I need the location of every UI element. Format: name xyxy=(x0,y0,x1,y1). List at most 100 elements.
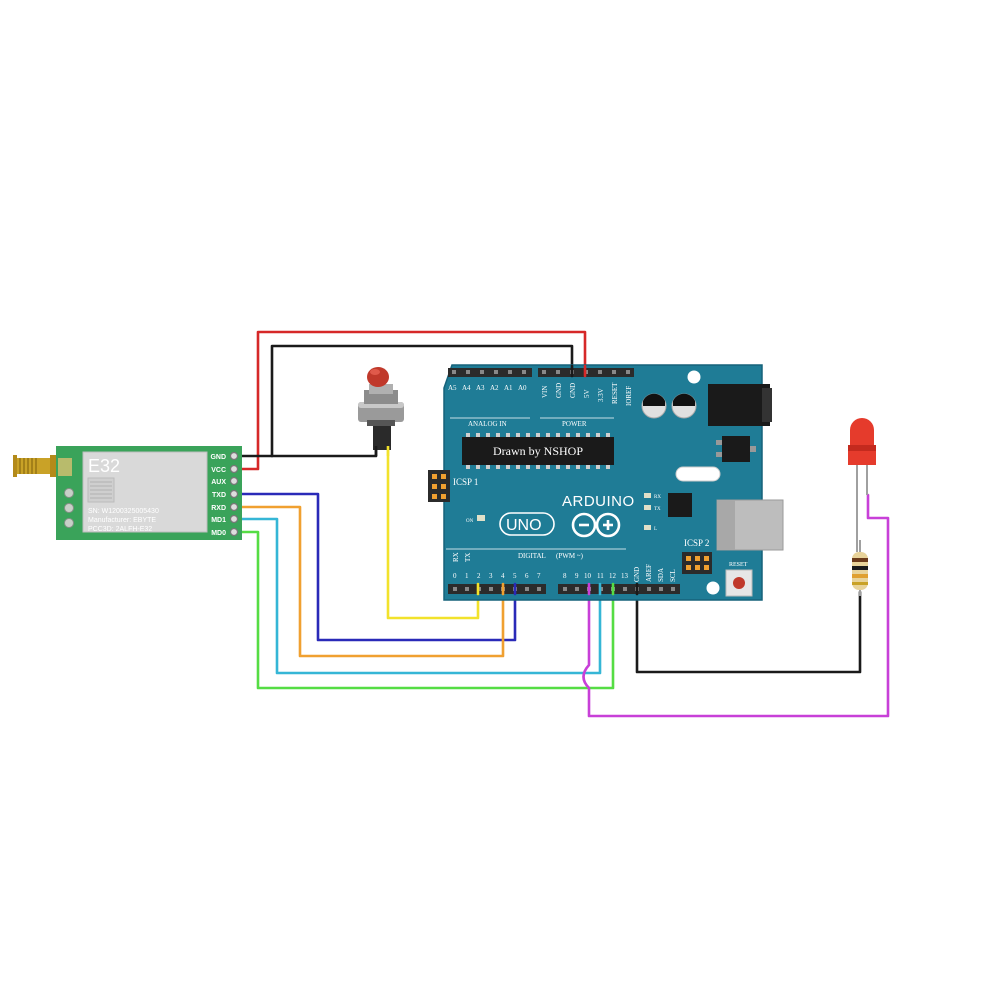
icsp2-label: ICSP 2 xyxy=(684,538,709,548)
capacitor xyxy=(641,393,667,419)
mounting-hole xyxy=(687,370,701,384)
rx-led xyxy=(644,493,651,498)
icsp2-pins xyxy=(686,556,709,570)
power-pin-labels: VIN GND GND 5V 3.3V RESET IOREF xyxy=(541,382,633,406)
e32-hole xyxy=(64,488,74,498)
usb-chip xyxy=(668,493,692,517)
pin-label-ioref: IOREF xyxy=(625,386,633,406)
icsp1-pins xyxy=(432,474,446,499)
reset-label: RESET xyxy=(729,562,748,568)
e32-pin-md1: MD1 xyxy=(211,517,226,524)
digital-pin-labels-low: 0 1 2 3 4 5 6 7 xyxy=(453,572,541,580)
e32-serial: SN: W1200325005430 xyxy=(88,508,159,515)
mounting-hole xyxy=(425,395,439,409)
pin-label-d9: 9 xyxy=(575,572,579,580)
pin-label-a0: A0 xyxy=(518,384,527,392)
tx-led xyxy=(644,505,651,510)
uno-label: UNO xyxy=(506,517,542,534)
voltage-regulator xyxy=(722,436,750,462)
arduino-uno-board: A5 A4 A3 A2 A1 A0 VIN GND GND 5V 3.3V RE… xyxy=(425,364,784,601)
wire-md1-cyan xyxy=(232,517,602,675)
atmega-chip xyxy=(462,437,614,465)
rx-label: RX xyxy=(452,552,460,562)
pin-label-reset: RESET xyxy=(611,382,619,404)
wires xyxy=(232,330,890,718)
pin-label-d7: 7 xyxy=(537,572,541,580)
pin-label-d2: 2 xyxy=(477,572,481,580)
push-button xyxy=(358,367,404,456)
pin-label-a5: A5 xyxy=(448,384,457,392)
arduino-infinity-logo xyxy=(571,512,621,538)
pin-label-a3: A3 xyxy=(476,384,485,392)
pin-label-3v3: 3.3V xyxy=(597,388,605,402)
e32-pin-pads xyxy=(229,451,239,537)
analog-pin-labels: A5 A4 A3 A2 A1 A0 xyxy=(448,384,527,392)
e32-pcc: PCC3D: 2ALFH-E32 xyxy=(88,526,152,533)
pin-label-gnd1: GND xyxy=(555,383,563,398)
pin-label-d5: 5 xyxy=(513,572,517,580)
on-led xyxy=(477,515,485,521)
resistor xyxy=(852,540,868,596)
red-led xyxy=(848,418,876,552)
e32-pin-aux: AUX xyxy=(211,479,226,486)
e32-hole xyxy=(64,503,74,513)
pin-label-d13: 13 xyxy=(621,572,629,580)
antenna-connector xyxy=(13,455,58,477)
crystal-oscillator xyxy=(675,466,721,482)
pin-label-vin: VIN xyxy=(541,386,549,398)
wire-vcc-red xyxy=(232,330,587,471)
digital-pin-labels-high: 8 9 10 11 12 13 GND AREF SDA SCL xyxy=(563,564,677,582)
e32-pin-rxd: RXD xyxy=(211,505,226,512)
wire-rxd-orange xyxy=(232,505,505,658)
e32-title: E32 xyxy=(88,456,120,476)
e32-pin-txd: TXD xyxy=(212,492,226,499)
e32-pin-gnd: GND xyxy=(210,454,226,461)
power-label: POWER xyxy=(562,420,587,428)
analog-header-pins xyxy=(452,370,526,374)
wire-gnd-black xyxy=(232,344,574,458)
pin-label-gnd2: GND xyxy=(569,383,577,398)
pin-label-a1: A1 xyxy=(504,384,513,392)
analog-header xyxy=(448,368,532,377)
e32-pin-md0: MD0 xyxy=(211,530,226,537)
e32-pin-vcc: VCC xyxy=(211,467,226,474)
icsp1-header xyxy=(428,470,450,502)
chip-label: Drawn by NSHOP xyxy=(493,444,583,458)
wire-button-yellow xyxy=(386,444,480,620)
pin-label-d6: 6 xyxy=(525,572,529,580)
icsp1-label: ICSP 1 xyxy=(453,477,478,487)
arduino-brand: ARDUINO xyxy=(562,493,635,510)
digital-label: DIGITAL xyxy=(518,552,546,560)
e32-pin-labels: GND VCC AUX TXD RXD MD1 MD0 xyxy=(210,454,226,537)
pin-label-d11: 11 xyxy=(597,572,604,580)
rx-led-label: RX xyxy=(654,495,661,500)
e32-pad xyxy=(58,458,72,476)
pin-label-d0: 0 xyxy=(453,572,457,580)
e32-hole xyxy=(64,518,74,528)
pin-label-d1: 1 xyxy=(465,572,469,580)
wire-button-gnd-black xyxy=(270,444,378,458)
pin-label-d12: 12 xyxy=(609,572,617,580)
digital-header-low xyxy=(448,584,546,594)
pin-label-a4: A4 xyxy=(462,384,471,392)
pin-label-d3: 3 xyxy=(489,572,493,580)
capacitor xyxy=(671,393,697,419)
on-led-label: ON xyxy=(466,519,474,524)
tx-led-label: TX xyxy=(654,507,661,512)
wire-header-ends xyxy=(476,364,639,596)
pin-label-gnd: GND xyxy=(633,567,641,582)
pin-label-5v: 5V xyxy=(583,389,591,398)
wire-led-gnd-black xyxy=(635,590,862,674)
pin-label-d4: 4 xyxy=(501,572,505,580)
icsp2-header xyxy=(682,552,712,574)
mounting-hole xyxy=(425,521,439,535)
wire-md0-green xyxy=(232,530,615,690)
l-led-label: L xyxy=(654,527,657,532)
pin-label-aref: AREF xyxy=(645,564,653,582)
tx-label: TX xyxy=(464,553,472,562)
digital-header-high xyxy=(558,584,680,594)
l-led xyxy=(644,525,651,530)
pin-label-d8: 8 xyxy=(563,572,567,580)
power-jack xyxy=(708,384,770,426)
pwm-label: (PWM ~) xyxy=(556,552,584,560)
